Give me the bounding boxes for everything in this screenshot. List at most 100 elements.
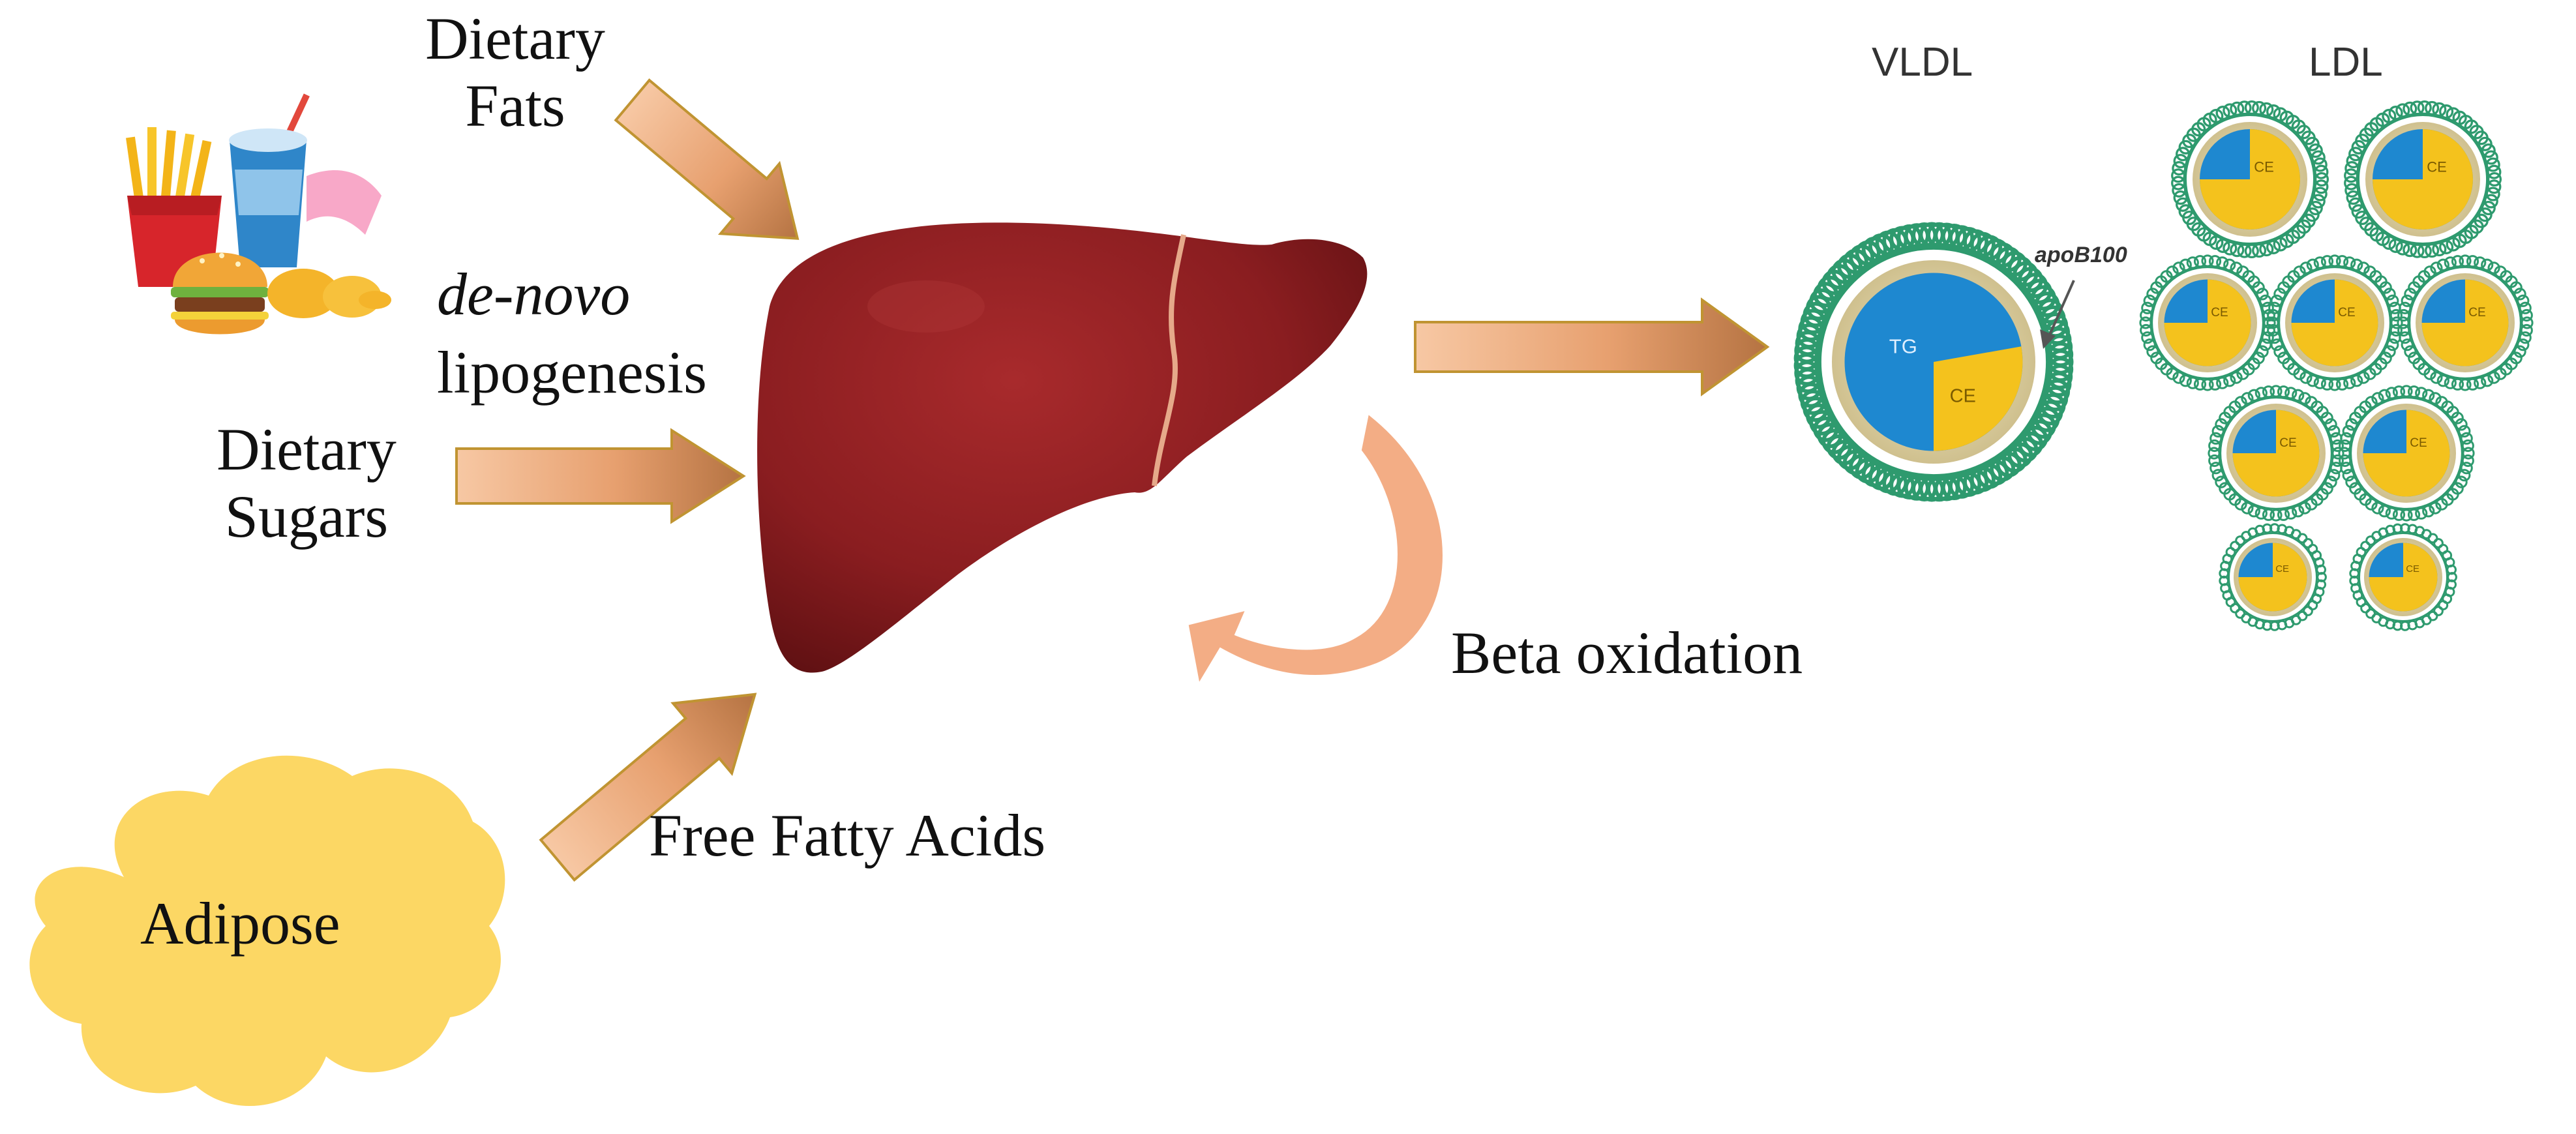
ce-label: CE bbox=[2427, 158, 2447, 175]
soda-cup-icon bbox=[229, 93, 310, 267]
particle-shell bbox=[2349, 396, 2464, 511]
ce-label: CE bbox=[2338, 306, 2355, 320]
apolipoprotein-bead bbox=[2346, 190, 2361, 205]
apolipoprotein-bead bbox=[2179, 258, 2192, 271]
particle-shell bbox=[2408, 265, 2523, 380]
apolipoprotein-bead bbox=[2513, 345, 2526, 358]
apolipoprotein-bead bbox=[2324, 418, 2337, 431]
ldl-sphere: CE bbox=[2338, 385, 2475, 522]
label-apob100: apoB100 bbox=[2035, 243, 2127, 267]
ce-wedge bbox=[2373, 129, 2473, 230]
ce-label: CE bbox=[2468, 306, 2485, 320]
apolipoprotein-bead bbox=[2256, 345, 2269, 358]
apolipoprotein-bead bbox=[2481, 143, 2496, 158]
apolipoprotein-bead bbox=[2439, 239, 2454, 254]
apolipoprotein-bead bbox=[2408, 351, 2421, 365]
apolipoprotein-bead bbox=[2350, 374, 2363, 387]
adipose-blob bbox=[29, 755, 505, 1107]
particle-shell bbox=[2358, 532, 2448, 622]
apolipoprotein-bead bbox=[2451, 411, 2464, 425]
apolipoprotein-bead bbox=[2401, 294, 2414, 307]
burger-icon bbox=[171, 252, 269, 335]
arrow-free-fatty-acids bbox=[539, 693, 757, 882]
apolipoprotein-bead bbox=[2343, 256, 2356, 269]
arrow-to-lipoproteins bbox=[1414, 297, 1770, 396]
particle-shell bbox=[2357, 113, 2489, 245]
apolipoprotein-bead bbox=[2342, 469, 2355, 482]
apolipoprotein-bead bbox=[2292, 505, 2305, 518]
apolipoprotein-bead bbox=[2328, 425, 2341, 438]
apolipoprotein-bead bbox=[2519, 331, 2532, 344]
apolipoprotein-bead bbox=[2179, 374, 2192, 387]
ldl-sphere: CE bbox=[2208, 385, 2344, 522]
apolipoprotein-bead bbox=[2383, 288, 2396, 301]
apolipoprotein-bead bbox=[2342, 425, 2355, 438]
apolipoprotein-bead bbox=[2404, 345, 2417, 358]
label-dietary-fats-line1: Dietary bbox=[425, 5, 605, 72]
apolipoprotein-bead bbox=[2386, 294, 2399, 307]
apolipoprotein-bead bbox=[2320, 411, 2333, 425]
label-dietary-fats: Dietary Fats bbox=[391, 5, 639, 140]
apolipoprotein-bead bbox=[2483, 150, 2498, 165]
ce-wedge bbox=[2421, 279, 2509, 366]
ce-label: CE bbox=[2254, 158, 2274, 175]
wrapper-icon bbox=[307, 170, 382, 235]
apolipoprotein-bead bbox=[2388, 238, 2403, 253]
apolipoprotein-bead bbox=[2458, 425, 2471, 438]
apolipoprotein-bead bbox=[2481, 200, 2496, 216]
apolipoprotein-bead bbox=[2378, 505, 2391, 518]
apolipoprotein-bead bbox=[2365, 396, 2378, 409]
apolipoprotein-bead bbox=[2298, 501, 2311, 515]
apolipoprotein-bead bbox=[2273, 345, 2286, 358]
ce-wedge bbox=[2200, 129, 2300, 230]
label-free-fatty-acids: Free Fatty Acids bbox=[649, 802, 1046, 869]
apolipoprotein-bead bbox=[2379, 281, 2392, 294]
apolipoprotein-bead bbox=[2173, 190, 2188, 205]
apolipoprotein-bead bbox=[2241, 392, 2254, 405]
apolipoprotein-bead bbox=[2209, 432, 2223, 445]
apolipoprotein-bead bbox=[2444, 376, 2457, 389]
ce-wedge bbox=[1934, 346, 2023, 451]
apolipoprotein-bead bbox=[2211, 425, 2224, 438]
apolipoprotein-bead bbox=[2230, 371, 2243, 384]
apolipoprotein-bead bbox=[2385, 507, 2398, 520]
ce-wedge bbox=[2363, 410, 2450, 497]
apolipoprotein-bead bbox=[2401, 338, 2414, 351]
apolipoprotein-bead bbox=[2351, 204, 2366, 219]
apolipoprotein-bead bbox=[2141, 301, 2154, 314]
ce-wedge bbox=[2291, 279, 2378, 366]
apolipoprotein-bead bbox=[2266, 104, 2281, 119]
ldl-sphere: CE bbox=[2171, 100, 2329, 259]
particle-shell bbox=[2228, 532, 2318, 622]
apolipoprotein-bead bbox=[2215, 238, 2230, 253]
apolipoprotein-bead bbox=[2439, 104, 2454, 119]
label-adipose: Adipose bbox=[140, 890, 340, 957]
apolipoprotein-bead bbox=[2176, 147, 2191, 162]
apolipoprotein-bead bbox=[2509, 281, 2523, 294]
label-ldl: LDL bbox=[2309, 40, 2383, 85]
ldl-sphere: CE bbox=[2397, 254, 2534, 391]
ce-label: CE bbox=[1950, 385, 1976, 406]
label-lipogenesis: lipogenesis bbox=[437, 339, 707, 406]
ce-label: CE bbox=[2211, 306, 2228, 320]
ce-label: CE bbox=[2410, 436, 2427, 450]
apolipoprotein-bead bbox=[2328, 469, 2341, 482]
apolipoprotein-bead bbox=[2481, 374, 2494, 387]
apolipoprotein-bead bbox=[2311, 194, 2326, 209]
apolipoprotein-bead bbox=[2494, 367, 2507, 380]
apolipoprotein-bead bbox=[2277, 351, 2290, 365]
apolipoprotein-bead bbox=[2429, 501, 2442, 515]
particle-shell bbox=[2184, 113, 2316, 245]
apolipoprotein-bead bbox=[2223, 258, 2236, 271]
apolipoprotein-bead bbox=[2146, 288, 2159, 301]
apolipoprotein-bead bbox=[2371, 392, 2384, 405]
ce-wedge bbox=[2369, 543, 2438, 612]
apolipoprotein-bead bbox=[2415, 387, 2428, 400]
apolipoprotein-bead bbox=[2363, 367, 2376, 380]
label-vldl: VLDL bbox=[1872, 40, 1973, 85]
apolipoprotein-bead bbox=[2395, 241, 2410, 256]
apolipoprotein-bead bbox=[2252, 281, 2265, 294]
apolipoprotein-bead bbox=[2299, 371, 2313, 384]
